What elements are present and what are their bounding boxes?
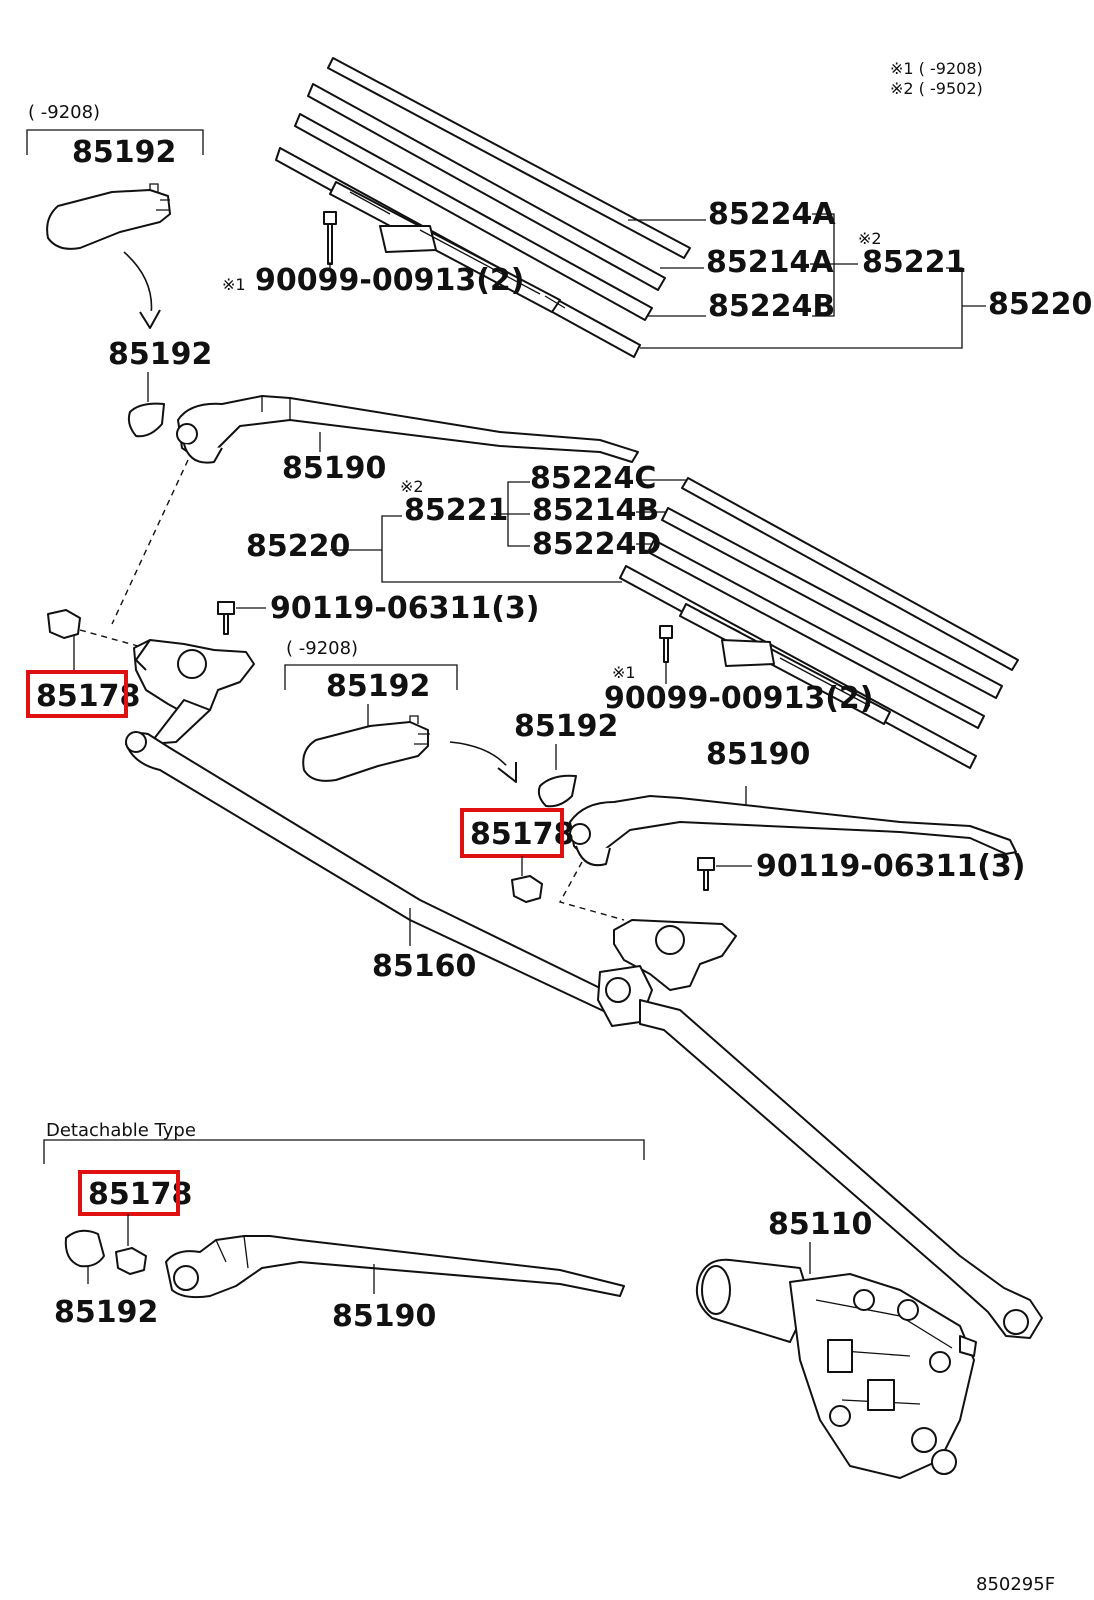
left-arm bbox=[176, 395, 639, 464]
bolt-right-part bbox=[697, 857, 715, 891]
cap-top-label: 85192 bbox=[72, 135, 176, 170]
mid-blade-leaders bbox=[330, 479, 686, 583]
refill-c-label: 85224C bbox=[530, 461, 656, 496]
detachable-title: Detachable Type bbox=[46, 1120, 196, 1141]
cap-range-mid: ( -9208) bbox=[286, 638, 358, 659]
motor-label: 85110 bbox=[768, 1207, 872, 1242]
screw-mid-label: 90099-00913(2) bbox=[604, 681, 874, 716]
blade-rubber2-label: 85221 bbox=[404, 493, 508, 528]
insert-b-label: 85214B bbox=[532, 493, 659, 528]
cap-range-bracket-mid bbox=[284, 664, 458, 690]
cap-range-top: ( -9208) bbox=[28, 102, 100, 123]
cap-mid-part bbox=[302, 721, 429, 782]
nut-detach-part bbox=[115, 1247, 147, 1275]
cap-right-part bbox=[537, 774, 577, 808]
screw-top-note: ※1 bbox=[222, 275, 246, 294]
cap-top-clip bbox=[149, 183, 170, 211]
blade-rubber-note: ※2 bbox=[858, 229, 882, 248]
note-2: ※2 ( -9502) bbox=[890, 79, 983, 98]
nut-detach-label: 85178 bbox=[88, 1177, 192, 1212]
left-pivot bbox=[133, 639, 255, 745]
blade-top-label: 85220 bbox=[988, 287, 1092, 322]
cap-left-part bbox=[127, 402, 165, 438]
cap-mid-arrow bbox=[449, 741, 511, 771]
detachable-bracket bbox=[43, 1139, 645, 1164]
cap-left-label: 85192 bbox=[108, 337, 212, 372]
mid-blade-assembly bbox=[619, 477, 1019, 769]
cap-mid-clip bbox=[409, 715, 430, 745]
nut-detach-highlight bbox=[78, 1170, 180, 1216]
blade-rubber2-note: ※2 bbox=[400, 477, 424, 496]
arm-detach-label: 85190 bbox=[332, 1299, 436, 1334]
cap-mid-label: 85192 bbox=[326, 669, 430, 704]
refill-b-label: 85224B bbox=[708, 289, 835, 324]
screw-top-label: 90099-00913(2) bbox=[255, 263, 525, 298]
bolt-left-label: 90119-06311(3) bbox=[270, 591, 540, 626]
nut-right-part bbox=[511, 875, 543, 903]
bolt-right-label: 90119-06311(3) bbox=[756, 849, 1026, 884]
right-pivot bbox=[597, 919, 737, 1027]
arm-left-dash bbox=[111, 459, 189, 625]
cap-detach-label: 85192 bbox=[54, 1295, 158, 1330]
top-blade-leaders bbox=[628, 213, 986, 349]
nut-right-label: 85178 bbox=[470, 817, 574, 852]
insert-a-label: 85214A bbox=[706, 245, 834, 280]
arm-right-label: 85190 bbox=[706, 737, 810, 772]
screw-mid-note: ※1 bbox=[612, 663, 636, 682]
bolt-left-part bbox=[217, 601, 235, 635]
nut-left-highlight bbox=[26, 670, 128, 718]
screw-top-part bbox=[323, 211, 337, 265]
cap-detach-part bbox=[64, 1229, 105, 1268]
cap-right-label: 85192 bbox=[514, 709, 618, 744]
motor-rod bbox=[639, 999, 1043, 1339]
nut-left-part bbox=[47, 609, 81, 639]
arm-right-dash bbox=[558, 861, 625, 921]
nut-left-dash bbox=[79, 629, 139, 647]
detach-arm bbox=[165, 1235, 625, 1299]
figure-code: 850295F bbox=[976, 1574, 1055, 1595]
arm-left-label: 85190 bbox=[282, 451, 386, 486]
cap-top-part bbox=[46, 189, 171, 250]
link-label: 85160 bbox=[372, 949, 476, 984]
cap-range-bracket-top bbox=[26, 129, 204, 155]
top-blade-assembly bbox=[275, 57, 691, 358]
nut-right-highlight bbox=[460, 808, 564, 858]
right-arm bbox=[569, 795, 1017, 867]
blade-rubber-label: 85221 bbox=[862, 245, 966, 280]
screw-mid-part bbox=[659, 625, 673, 663]
blade-mid-label: 85220 bbox=[246, 529, 350, 564]
nut-left-label: 85178 bbox=[36, 679, 140, 714]
cap-top-arrowhead bbox=[139, 309, 161, 329]
cap-mid-arrowhead bbox=[497, 762, 517, 783]
wiper-motor bbox=[696, 1258, 977, 1479]
note-1: ※1 ( -9208) bbox=[890, 59, 983, 78]
